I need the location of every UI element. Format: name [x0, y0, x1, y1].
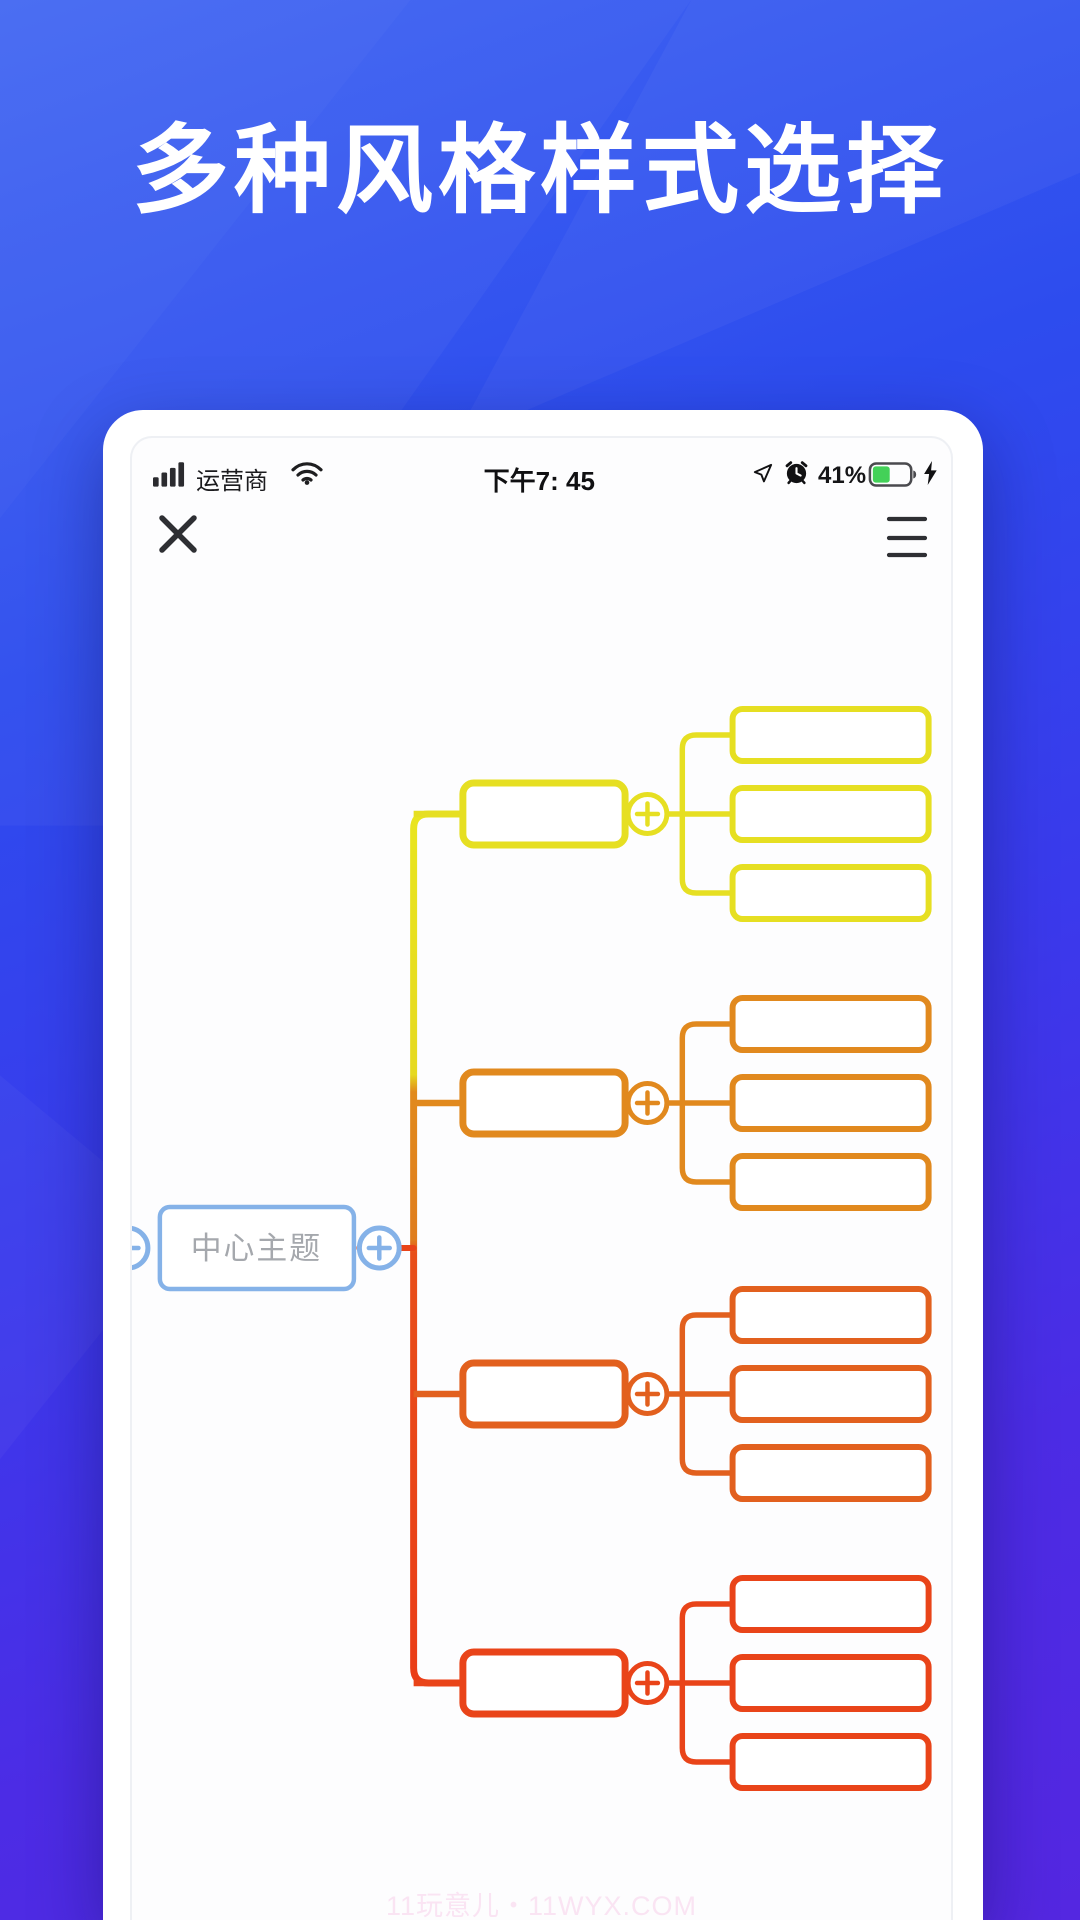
child-node[interactable] — [729, 1444, 932, 1502]
branch-dark-orange — [413, 1286, 932, 1502]
plus-icon — [366, 1235, 392, 1261]
add-node-button[interactable] — [625, 1081, 670, 1125]
wifi-icon — [291, 462, 323, 485]
child-node[interactable] — [729, 995, 932, 1053]
central-topic-group: 中心主题 — [132, 1204, 417, 1292]
page-title: 多种风格样式选择 — [132, 116, 948, 225]
child-node[interactable] — [729, 864, 932, 922]
add-node-button[interactable] — [132, 1225, 151, 1271]
child-node[interactable] — [729, 1153, 932, 1211]
plus-icon — [634, 801, 661, 827]
child-node[interactable] — [729, 1074, 932, 1132]
child-node[interactable] — [729, 1654, 932, 1712]
plus-icon — [634, 1090, 661, 1116]
battery-icon — [868, 462, 917, 487]
plus-icon — [634, 1381, 661, 1407]
phone-screen: 运营商 下午7: 45 41% — [130, 436, 953, 1920]
branch-yellow — [413, 706, 932, 922]
child-node[interactable] — [729, 785, 932, 843]
child-node[interactable] — [729, 1733, 932, 1791]
status-time: 下午7: 45 — [483, 466, 595, 496]
menu-icon[interactable] — [885, 512, 929, 562]
close-icon[interactable] — [156, 512, 200, 556]
children-spine — [679, 732, 733, 896]
central-topic-label: 中心主题 — [191, 1231, 322, 1266]
add-node-button[interactable] — [625, 1661, 670, 1705]
children-spine — [679, 1601, 733, 1765]
mindmap-canvas[interactable]: 中心主题 — [132, 438, 951, 1919]
signal-icon — [153, 462, 185, 487]
status-bar: 运营商 下午7: 45 41% — [132, 454, 951, 496]
main-node[interactable] — [459, 1648, 629, 1718]
charging-bolt-icon — [924, 461, 937, 485]
add-node-button[interactable] — [625, 792, 670, 836]
mindmap-trunk — [410, 810, 466, 1687]
main-node[interactable] — [459, 779, 629, 849]
child-node[interactable] — [729, 1365, 932, 1423]
child-node[interactable] — [729, 1286, 932, 1344]
add-node-button[interactable] — [625, 1372, 670, 1416]
carrier-label: 运营商 — [196, 468, 268, 495]
children-spine — [679, 1021, 733, 1185]
branch-red — [413, 1575, 932, 1791]
central-topic-node[interactable] — [157, 1204, 357, 1292]
plus-icon — [132, 1245, 141, 1251]
watermark: 11玩意儿・11WYX.COM — [385, 1891, 698, 1920]
child-node[interactable] — [729, 706, 932, 764]
phone-mockup: 运营商 下午7: 45 41% — [103, 410, 983, 1920]
child-node[interactable] — [729, 1575, 932, 1633]
add-node-button[interactable] — [356, 1225, 402, 1271]
battery-percent-label: 41% — [818, 462, 867, 489]
alarm-clock-icon — [785, 461, 808, 485]
main-node[interactable] — [459, 1359, 629, 1429]
location-arrow-icon — [753, 463, 773, 483]
children-spine — [679, 1312, 733, 1476]
main-node[interactable] — [459, 1068, 629, 1138]
plus-icon — [634, 1670, 661, 1696]
branch-orange — [413, 995, 932, 1211]
